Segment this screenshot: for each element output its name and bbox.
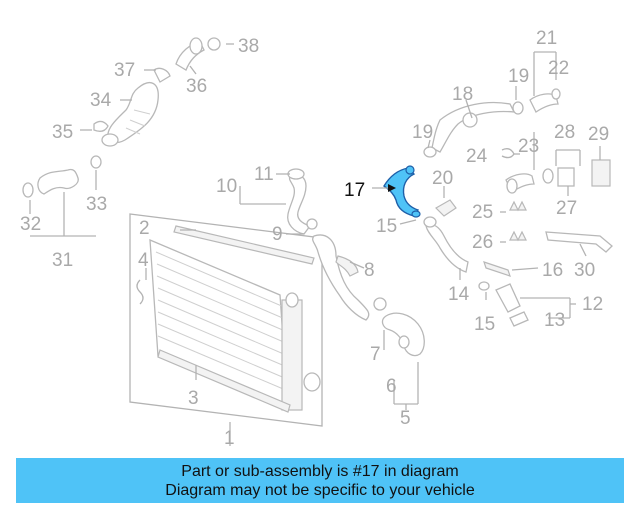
callout-9: 9 — [272, 224, 283, 245]
callout-33: 33 — [86, 194, 107, 215]
callout-28: 28 — [554, 122, 575, 143]
callout-6: 6 — [386, 376, 397, 397]
callout-7: 7 — [370, 344, 381, 365]
banner-line-2: Diagram may not be specific to your vehi… — [165, 481, 475, 499]
callout-37: 37 — [114, 60, 135, 81]
callout-25: 25 — [472, 202, 493, 223]
callout-26: 26 — [472, 232, 493, 253]
callout-15a: 15 — [376, 216, 397, 237]
callout-11: 11 — [254, 164, 274, 185]
callout-19b: 19 — [508, 66, 529, 87]
callout-36: 36 — [186, 76, 207, 97]
callout-12: 12 — [582, 294, 603, 315]
callout-2: 2 — [139, 218, 150, 239]
highlighted-hose-17 — [383, 165, 421, 218]
callout-21: 21 — [536, 28, 557, 49]
callout-38: 38 — [238, 36, 259, 57]
callout-labels: 1 2 3 4 5 6 7 8 9 10 11 12 13 14 15 15 1… — [20, 28, 609, 449]
callout-32: 32 — [20, 214, 41, 235]
info-banner: Part or sub-assembly is #17 in diagram D… — [16, 458, 624, 503]
callout-5: 5 — [400, 408, 411, 429]
callout-34: 34 — [90, 90, 112, 111]
right-small-parts-group — [478, 148, 613, 327]
center-hose-group — [287, 168, 425, 357]
callout-3: 3 — [188, 388, 199, 409]
intercooler-part — [129, 213, 323, 427]
callout-29: 29 — [588, 124, 609, 145]
callout-27: 27 — [556, 198, 577, 219]
callout-31: 31 — [52, 250, 73, 271]
callout-18: 18 — [452, 84, 473, 105]
left-upper-hose-group — [93, 37, 221, 147]
leader-lines — [29, 43, 601, 446]
callout-24: 24 — [466, 146, 488, 167]
callout-13: 13 — [544, 310, 565, 331]
callout-14: 14 — [448, 284, 470, 305]
callout-22: 22 — [548, 58, 569, 79]
callout-30: 30 — [574, 260, 595, 281]
callout-19a: 19 — [412, 122, 433, 143]
callout-10: 10 — [216, 176, 237, 197]
callout-8: 8 — [364, 260, 375, 281]
callout-20: 20 — [432, 168, 453, 189]
callout-1: 1 — [224, 428, 235, 449]
callout-17: 17 — [344, 180, 365, 201]
callout-16: 16 — [542, 260, 563, 281]
banner-line-1: Part or sub-assembly is #17 in diagram — [181, 462, 459, 480]
left-lower-hose-group — [22, 155, 102, 198]
callout-4: 4 — [138, 250, 149, 271]
callout-15b: 15 — [474, 314, 495, 335]
right-hose-group — [423, 88, 561, 277]
callout-23: 23 — [518, 136, 539, 157]
callout-35: 35 — [52, 122, 73, 143]
